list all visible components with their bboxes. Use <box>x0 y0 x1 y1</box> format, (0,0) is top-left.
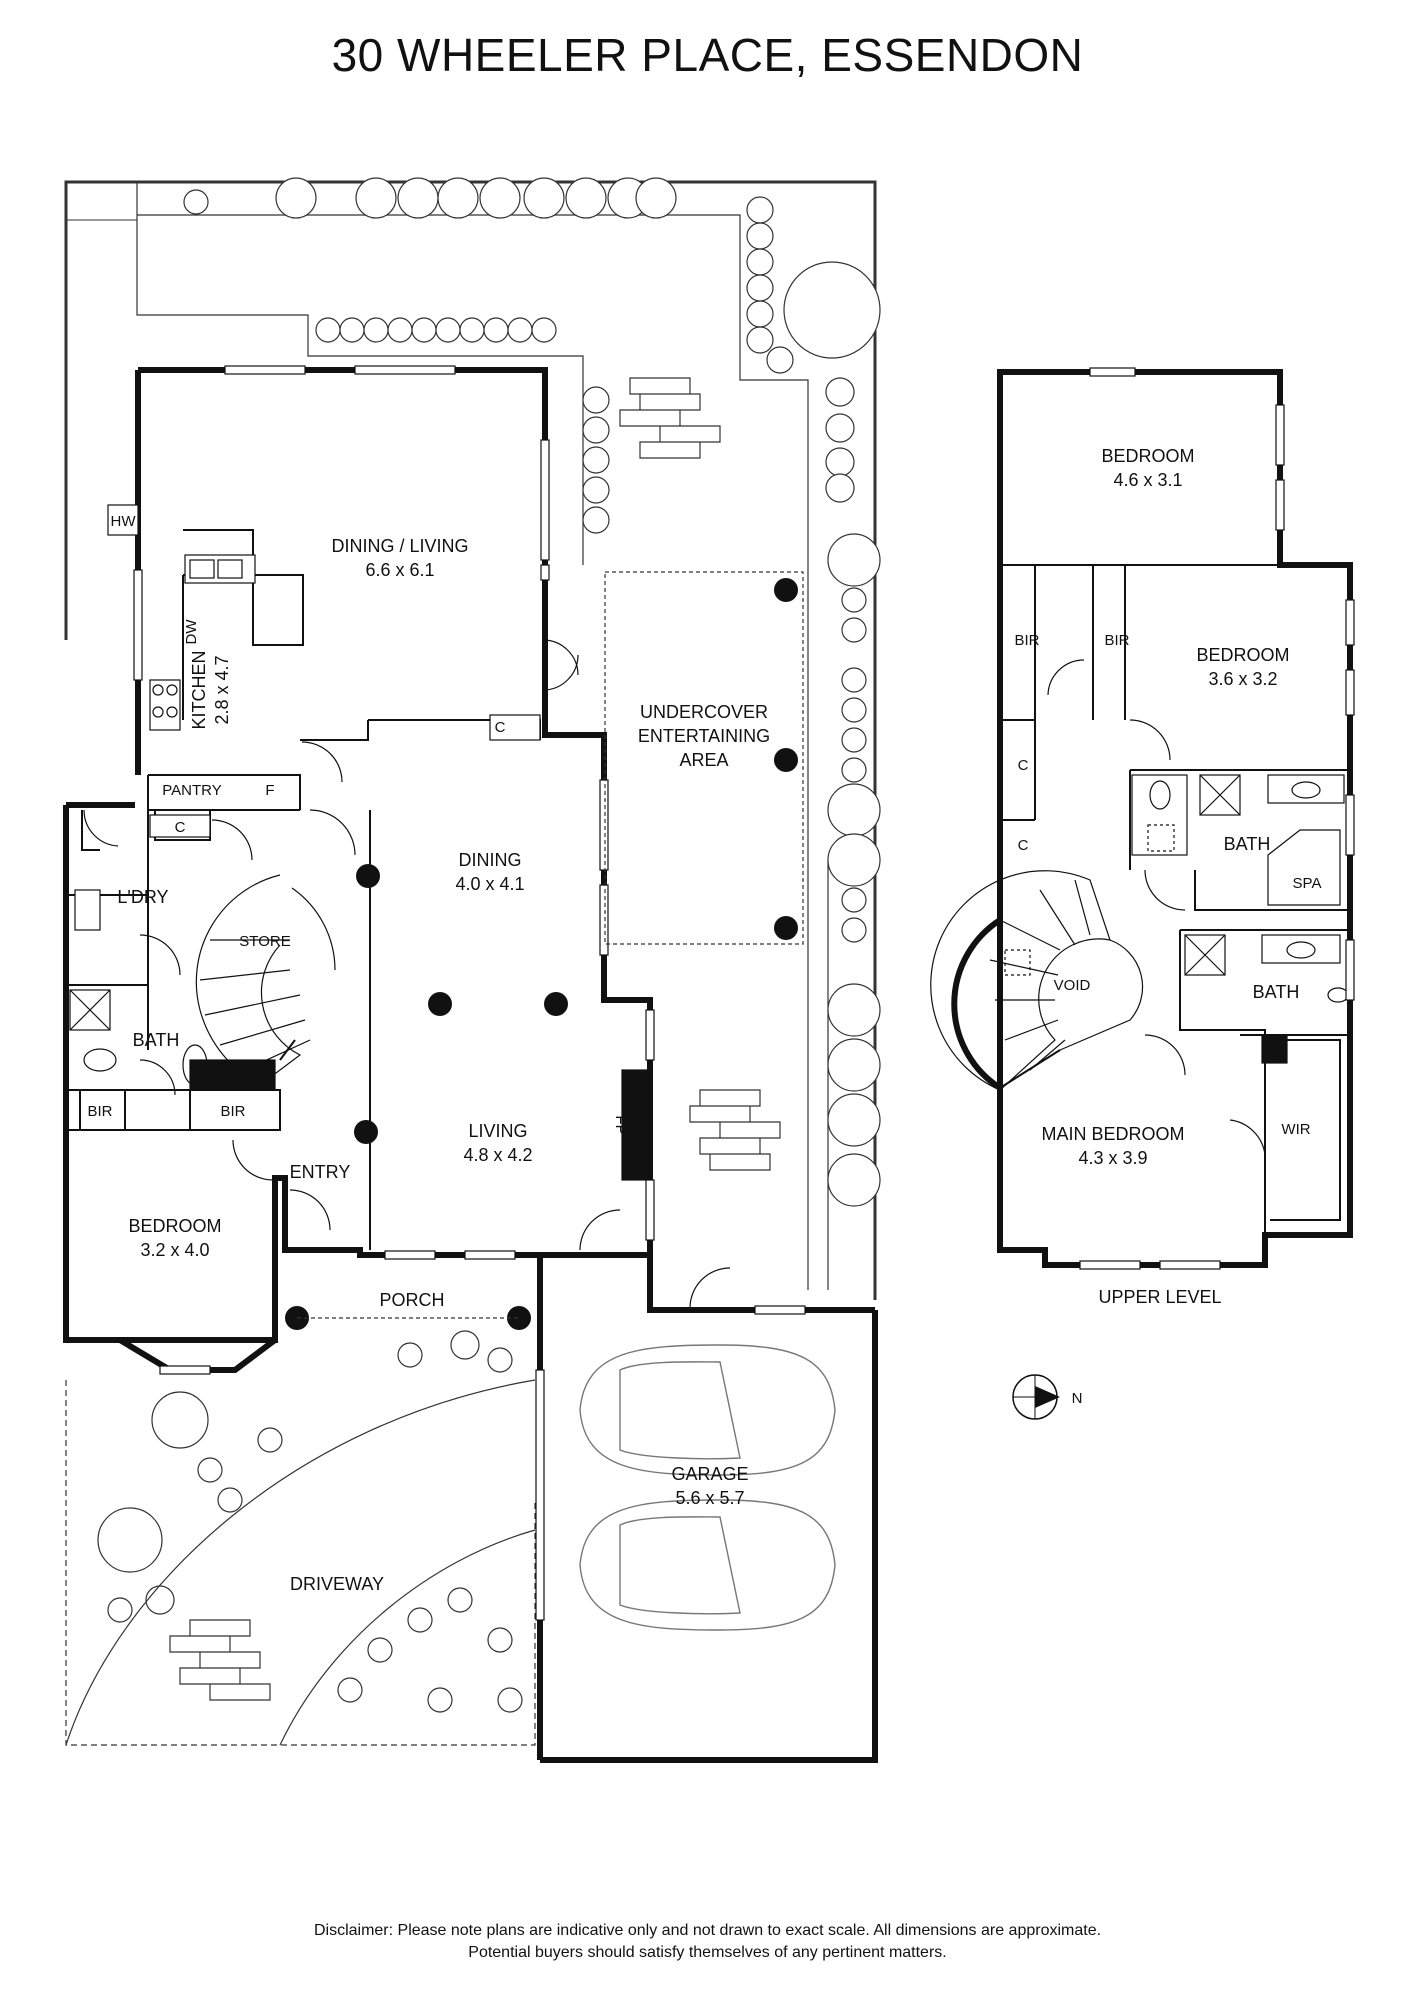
plan-title: 30 WHEELER PLACE, ESSENDON <box>331 29 1084 81</box>
label-garage: GARAGE <box>671 1464 748 1484</box>
label-bedroom-1: BEDROOM <box>1101 446 1194 466</box>
label-cupboard-upper-1: C <box>1018 757 1029 774</box>
door-swings <box>83 639 731 1309</box>
label-pantry: PANTRY <box>162 782 221 799</box>
label-dining-living: DINING / LIVING <box>331 536 468 556</box>
label-entry: ENTRY <box>290 1162 351 1182</box>
upper-door-swings <box>1047 659 1266 1156</box>
kitchen-fixtures <box>69 504 649 1181</box>
label-undercover-2: ENTERTAINING <box>638 726 770 746</box>
label-bedroom-2-size: 3.6 x 3.2 <box>1208 669 1277 689</box>
label-main-bedroom-size: 4.3 x 3.9 <box>1078 1148 1147 1168</box>
label-bir-ground-1: BIR <box>87 1103 112 1120</box>
paving-marks <box>169 377 781 1701</box>
ground-staircase <box>195 874 336 1086</box>
label-cupboard-dining: C <box>495 719 506 736</box>
upper-interior-walls <box>999 564 1350 1235</box>
disclaimer-line-1: Disclaimer: Please note plans are indica… <box>313 1922 1102 1939</box>
label-bedroom-2: BEDROOM <box>1196 645 1289 665</box>
label-bir-upper-2: BIR <box>1104 632 1129 649</box>
disclaimer-line-2: Potential buyers should satisfy themselv… <box>468 1944 947 1961</box>
label-dining: DINING <box>459 850 522 870</box>
upper-staircase <box>930 870 1144 1091</box>
north-compass <box>1012 1374 1060 1420</box>
label-upper-level: UPPER LEVEL <box>1098 1287 1221 1307</box>
label-dw: DW <box>183 619 200 645</box>
label-undercover-1: UNDERCOVER <box>640 702 768 722</box>
label-laundry: L'DRY <box>117 887 168 907</box>
upper-level-walls <box>951 369 1353 1268</box>
label-living-size: 4.8 x 4.2 <box>463 1145 532 1165</box>
label-spa: SPA <box>1293 875 1322 892</box>
upper-windows <box>1079 367 1355 1270</box>
label-void: VOID <box>1054 977 1091 994</box>
windows <box>133 365 806 1621</box>
columns <box>285 578 798 1330</box>
label-bath-upper-2: BATH <box>1253 982 1300 1002</box>
label-bedroom-ground-size: 3.2 x 4.0 <box>140 1240 209 1260</box>
label-wir: WIR <box>1281 1121 1310 1138</box>
label-bir-ground-2: BIR <box>220 1103 245 1120</box>
label-main-bedroom: MAIN BEDROOM <box>1041 1124 1184 1144</box>
label-hw: HW <box>111 513 137 530</box>
label-fridge: F <box>265 782 274 799</box>
undercover-area-outline <box>604 571 804 945</box>
label-cupboard-kitchen: C <box>175 819 186 836</box>
disclaimer: Disclaimer: Please note plans are indica… <box>0 1920 1415 1964</box>
label-bath-ground: BATH <box>133 1030 180 1050</box>
label-garage-size: 5.6 x 5.7 <box>675 1488 744 1508</box>
site-boundary <box>64 180 877 1746</box>
garden-shrubs <box>97 177 881 1713</box>
driveway-edge <box>65 1379 536 1746</box>
label-undercover-3: AREA <box>679 750 728 770</box>
label-fireplace: FP <box>612 1115 629 1134</box>
label-bedroom-1-size: 4.6 x 3.1 <box>1113 470 1182 490</box>
garage-cars <box>579 1344 836 1631</box>
label-driveway: DRIVEWAY <box>290 1574 384 1594</box>
label-cupboard-upper-2: C <box>1018 837 1029 854</box>
label-bath-upper-1: BATH <box>1224 834 1271 854</box>
label-kitchen-size: 2.8 x 4.7 <box>212 655 232 724</box>
room-labels: DINING / LIVING 6.6 x 6.1 KITCHEN 2.8 x … <box>87 446 1321 1594</box>
driveway-edge-inner <box>279 1529 536 1746</box>
label-kitchen: KITCHEN <box>189 650 209 729</box>
upper-fixtures <box>1131 774 1349 1064</box>
label-living: LIVING <box>468 1121 527 1141</box>
label-bir-upper-1: BIR <box>1014 632 1039 649</box>
label-bedroom-ground: BEDROOM <box>128 1216 221 1236</box>
label-store: STORE <box>239 933 290 950</box>
label-dining-living-size: 6.6 x 6.1 <box>365 560 434 580</box>
label-porch: PORCH <box>379 1290 444 1310</box>
label-north: N <box>1072 1390 1083 1407</box>
label-dining-size: 4.0 x 4.1 <box>455 874 524 894</box>
